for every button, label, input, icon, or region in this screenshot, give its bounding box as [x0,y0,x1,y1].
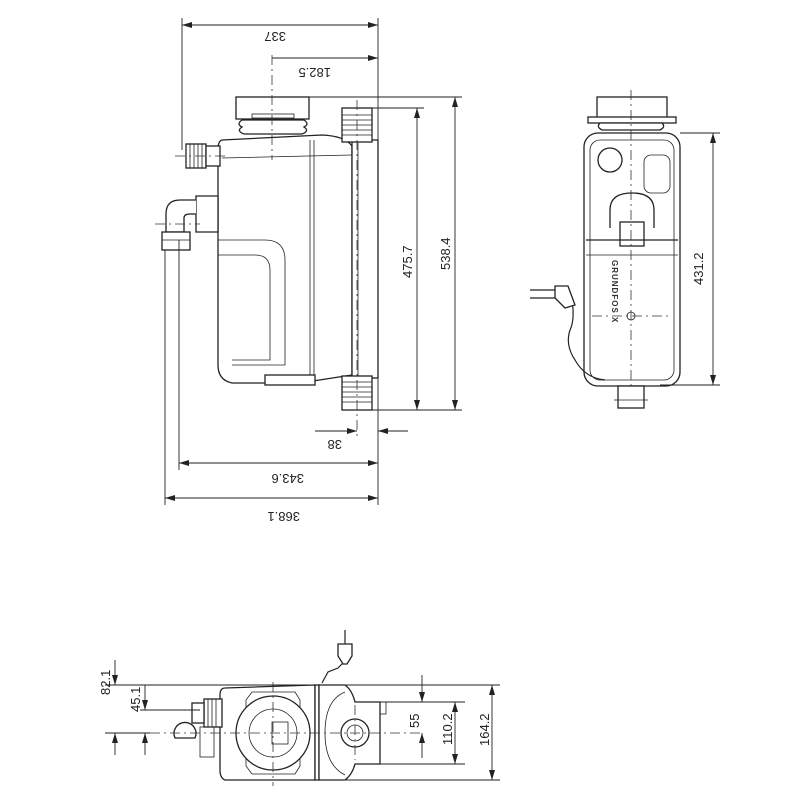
power-cable [567,299,606,381]
power-plug [554,285,576,309]
inlet-bellows [238,119,308,135]
handle-recess [218,239,286,366]
top-view: 82.1 45.1 55 110.2 164.2 [98,630,500,786]
dim-110-2: 110.2 [440,713,455,745]
elbow-top [173,721,197,739]
side-view: 337 182.5 475.7 538.4 38 343.6 368.1 [155,18,462,524]
dim-538-4: 538.4 [438,237,453,270]
dim-368-1: 368.1 [267,509,300,524]
dim-182-5: 182.5 [298,65,331,80]
front-view: GRUNDFOS X 431.2 [530,90,720,410]
tank-body [583,132,681,387]
dim-475-7: 475.7 [400,245,415,278]
dim-343-6: 343.6 [271,471,304,486]
dim-82-1: 82.1 [98,670,113,695]
vent-port [597,147,623,173]
elbow-pipe [165,199,196,233]
outlet-connector-top [191,702,205,724]
inlet-flange [596,96,668,120]
inlet-flange [235,96,310,120]
dim-55: 55 [407,714,422,728]
dim-337: 337 [264,29,286,44]
dim-45-1: 45.1 [128,687,143,712]
front-plate [351,139,379,379]
dim-431-2: 431.2 [691,252,706,285]
outlet-port [609,192,655,228]
power-plug-top [337,643,353,665]
dim-38: 38 [328,437,342,452]
label-plate [643,154,671,194]
dim-164-2: 164.2 [477,713,492,746]
grundfos-logo: GRUNDFOS X [610,260,619,323]
